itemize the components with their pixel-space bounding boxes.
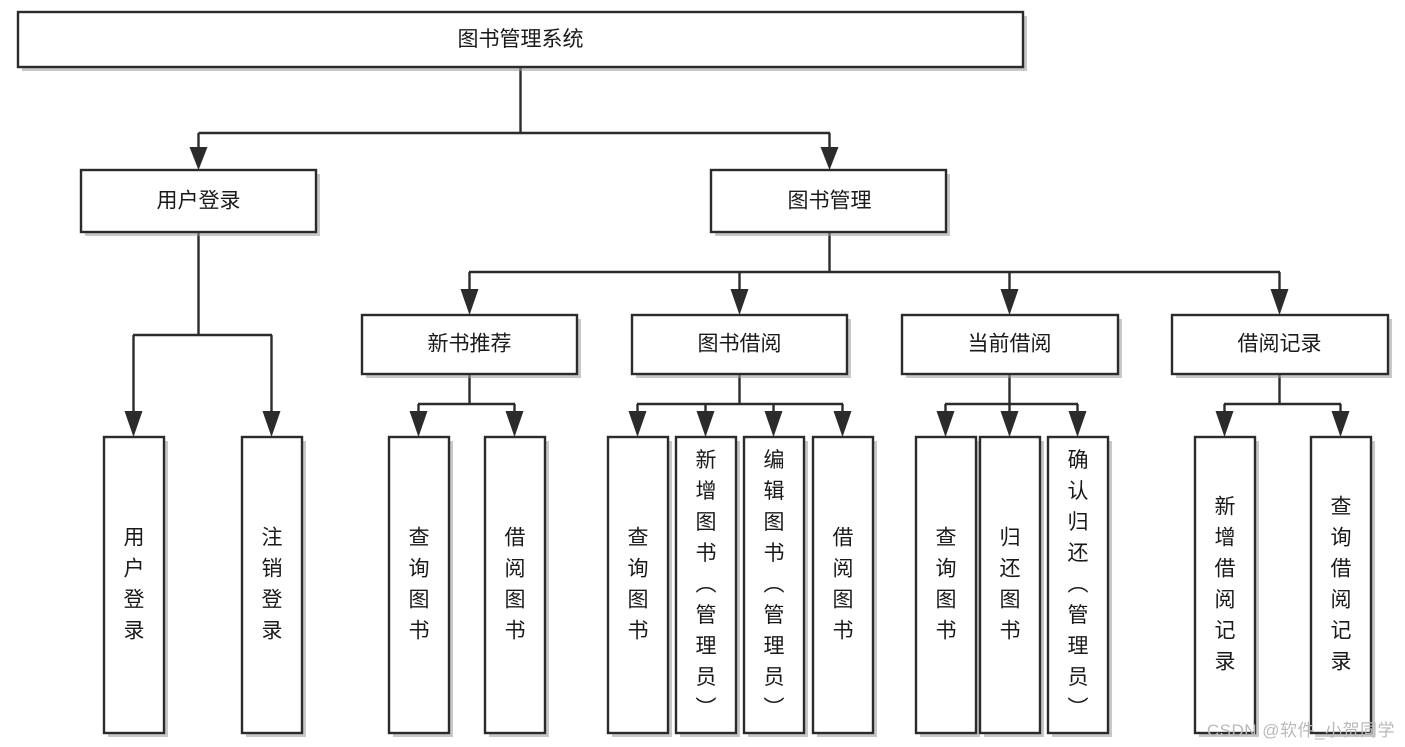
arrow-head-leaf-add-record <box>1215 411 1234 437</box>
leaf-borrow-book-2-box <box>811 435 875 735</box>
leaf-confirm-return-label: 确认归还︵管理员︶ <box>1068 449 1089 720</box>
leaf-edit-book-box <box>742 435 806 735</box>
node-leaf-query-book-1[interactable]: 查询图书 <box>387 435 453 737</box>
leaf-user-logout-label: 注销登录 <box>262 526 283 642</box>
arrow-head-leaf-user-login <box>124 411 143 437</box>
leaf-query-book-1-box <box>387 435 451 735</box>
arrow-head-leaf-query-record <box>1331 411 1350 437</box>
arrow-head-leaf-query-book-2 <box>628 411 647 437</box>
current-borrow-box <box>900 313 1120 376</box>
node-leaf-borrow-book-2[interactable]: 借阅图书 <box>811 435 877 737</box>
node-leaf-edit-book[interactable]: 编辑图书︵管理员︶ <box>742 435 808 737</box>
arrow-head-leaf-edit-book <box>764 411 783 437</box>
root-box <box>16 10 1025 69</box>
arrow-head-leaf-borrow-book-1 <box>505 411 524 437</box>
node-leaf-query-book-3[interactable]: 查询图书 <box>914 435 980 737</box>
node-book-manage[interactable]: 图书管理 <box>709 168 950 236</box>
new-book-rec-label: 新书推荐 <box>428 333 512 356</box>
leaf-user-login-label: 用户登录 <box>124 526 145 642</box>
node-borrow-record[interactable]: 借阅记录 <box>1170 313 1392 378</box>
leaf-add-book-box <box>674 435 738 735</box>
node-leaf-return-book[interactable]: 归还图书 <box>978 435 1044 737</box>
book-borrow-box <box>630 313 849 376</box>
leaf-query-book-3-label: 查询图书 <box>936 526 957 642</box>
leaf-user-login-box <box>102 435 166 735</box>
node-leaf-query-record[interactable]: 查询借阅记录 <box>1309 435 1375 737</box>
connector-layer <box>124 68 1350 437</box>
leaf-add-record-label: 新增借阅记录 <box>1215 495 1236 673</box>
leaf-query-record-label: 查询借阅记录 <box>1331 495 1352 673</box>
node-leaf-user-login[interactable]: 用户登录 <box>102 435 168 737</box>
arrow-head-leaf-borrow-book-2 <box>833 411 852 437</box>
leaf-borrow-book-1-box <box>483 435 547 735</box>
leaf-user-logout-box <box>240 435 304 735</box>
arrow-head-book-manage <box>820 147 839 170</box>
user-login-label: 用户登录 <box>157 190 241 213</box>
node-leaf-borrow-book-1[interactable]: 借阅图书 <box>483 435 549 737</box>
user-login-box <box>79 168 318 234</box>
leaf-edit-book-label: 编辑图书︵管理员︶ <box>764 449 785 720</box>
leaf-query-book-1-label: 查询图书 <box>409 526 430 642</box>
book-manage-box <box>709 168 948 234</box>
node-new-book-rec[interactable]: 新书推荐 <box>360 313 581 378</box>
new-book-rec-box <box>360 313 579 376</box>
node-leaf-user-logout[interactable]: 注销登录 <box>240 435 306 737</box>
arrow-head-leaf-user-logout <box>262 411 281 437</box>
borrow-record-box <box>1170 313 1390 376</box>
book-borrow-label: 图书借阅 <box>698 333 782 356</box>
arrow-head-leaf-return-book <box>1000 411 1019 437</box>
arrow-head-leaf-confirm-return <box>1068 411 1087 437</box>
leaf-query-book-2-box <box>606 435 670 735</box>
borrow-record-label: 借阅记录 <box>1238 333 1322 356</box>
leaf-return-book-box <box>978 435 1042 735</box>
arrow-head-user-login <box>189 147 208 170</box>
arrow-head-book-borrow <box>730 289 749 315</box>
node-current-borrow[interactable]: 当前借阅 <box>900 313 1122 378</box>
leaf-add-book-label: 新增图书︵管理员︶ <box>696 449 717 720</box>
arrow-head-leaf-query-book-1 <box>409 411 428 437</box>
arrow-head-leaf-add-book <box>696 411 715 437</box>
arrow-head-current-borrow <box>1000 289 1019 315</box>
leaf-query-record-box <box>1309 435 1373 735</box>
leaf-return-book-label: 归还图书 <box>1000 526 1021 642</box>
arrow-head-leaf-query-book-3 <box>936 411 955 437</box>
leaf-borrow-book-1-label: 借阅图书 <box>505 526 526 642</box>
leaf-query-book-3-box <box>914 435 978 735</box>
leaf-add-record-box <box>1193 435 1257 735</box>
node-leaf-query-book-2[interactable]: 查询图书 <box>606 435 672 737</box>
leaf-query-book-2-label: 查询图书 <box>628 526 649 642</box>
node-root[interactable]: 图书管理系统 <box>16 10 1027 71</box>
node-leaf-confirm-return[interactable]: 确认归还︵管理员︶ <box>1046 435 1112 737</box>
node-leaf-add-record[interactable]: 新增借阅记录 <box>1193 435 1259 737</box>
arrow-head-borrow-record <box>1270 289 1289 315</box>
book-manage-label: 图书管理 <box>788 190 872 213</box>
leaf-borrow-book-2-label: 借阅图书 <box>833 526 854 642</box>
leaf-nodes-layer: 用户登录 注销登录 查询图书 借阅图书 查询图书 <box>102 435 1375 737</box>
root-label: 图书管理系统 <box>458 28 584 51</box>
current-borrow-label: 当前借阅 <box>968 333 1052 356</box>
node-user-login[interactable]: 用户登录 <box>79 168 320 236</box>
node-leaf-add-book[interactable]: 新增图书︵管理员︶ <box>674 435 740 737</box>
leaf-confirm-return-box <box>1046 435 1110 735</box>
arrow-head-new-book-rec <box>460 289 479 315</box>
node-book-borrow[interactable]: 图书借阅 <box>630 313 851 378</box>
